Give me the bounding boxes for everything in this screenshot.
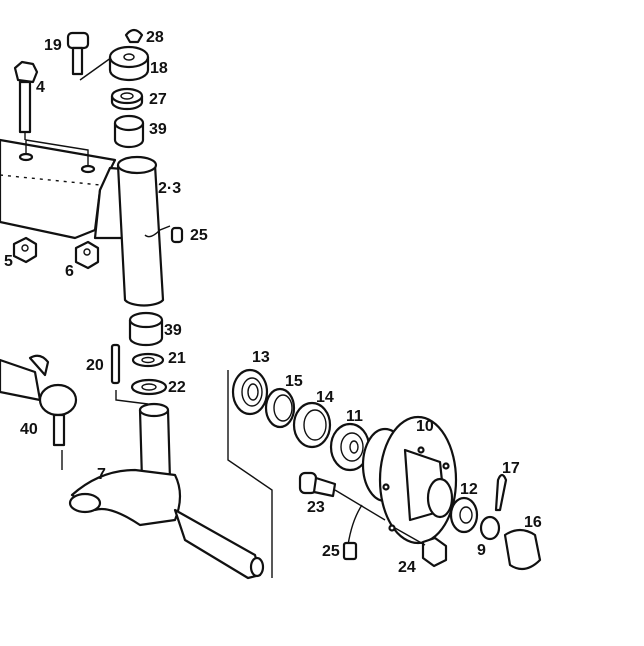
dust-cap-part-16 [503, 528, 542, 571]
label-part-14: 14 [316, 389, 334, 406]
label-part-7: 7 [97, 466, 106, 483]
grease-nipple-part-25 [144, 225, 184, 244]
bolt-part-4 [13, 60, 39, 140]
cotter-pin-part-17 [494, 473, 508, 512]
seal-part-13 [231, 368, 269, 416]
washer-part-18 [108, 45, 150, 82]
label-part-16: 16 [524, 514, 542, 531]
label-part-15: 15 [285, 373, 303, 390]
assembly-bracket-line [227, 370, 273, 578]
nut-part-5 [12, 236, 38, 264]
label-part-25-lower: 25 [322, 543, 340, 560]
stub-axle-part-7 [68, 402, 265, 580]
label-part-24: 24 [398, 559, 416, 576]
label-part-13: 13 [252, 349, 270, 366]
stud-part-23 [298, 471, 386, 521]
label-part-12: 12 [460, 481, 478, 498]
label-part-18: 18 [150, 60, 168, 77]
bushing-part-39-upper [113, 114, 145, 149]
label-part-27: 27 [149, 91, 167, 108]
label-part-21: 21 [168, 350, 186, 367]
kingpin-tube [116, 155, 165, 307]
label-part-25-upper: 25 [190, 227, 208, 244]
washer-part-21 [131, 352, 165, 368]
race-part-14 [292, 401, 332, 449]
label-part-28: 28 [146, 29, 164, 46]
race-part-15 [264, 387, 296, 429]
label-part-22: 22 [168, 379, 186, 396]
label-part-9: 9 [477, 542, 486, 559]
tie-rod-end-part-40 [0, 354, 78, 470]
label-part-39-lower: 39 [164, 322, 182, 339]
label-part-17: 17 [502, 460, 520, 477]
label-part-10: 10 [416, 418, 434, 435]
label-part-39-upper: 39 [149, 121, 167, 138]
bearing-part-12 [449, 496, 479, 534]
label-part-11: 11 [346, 408, 363, 425]
nut-part-6 [74, 240, 100, 270]
grease-nipple-part-25-lower [342, 504, 363, 561]
bearing-part-11 [329, 422, 371, 472]
castle-nut-part-9 [479, 515, 501, 541]
label-part-19: 19 [44, 37, 62, 54]
label-part-40: 40 [20, 421, 38, 438]
label-part-20: 20 [86, 357, 104, 374]
washer-part-22 [130, 378, 168, 396]
label-part-4: 4 [36, 79, 45, 96]
bushing-part-39-lower [128, 311, 164, 347]
pin-part-20 [110, 343, 149, 405]
cap-part-28 [124, 28, 144, 44]
label-part-6: 6 [65, 263, 74, 280]
label-part-2-3: 2·3 [158, 180, 181, 197]
hub-part-10 [361, 415, 458, 545]
label-part-23: 23 [307, 499, 325, 516]
axle-beam [0, 138, 137, 240]
label-part-5: 5 [4, 253, 13, 270]
screw-part-19 [66, 31, 116, 81]
washer-part-27 [110, 87, 144, 111]
wheel-nut-part-24 [394, 527, 448, 568]
